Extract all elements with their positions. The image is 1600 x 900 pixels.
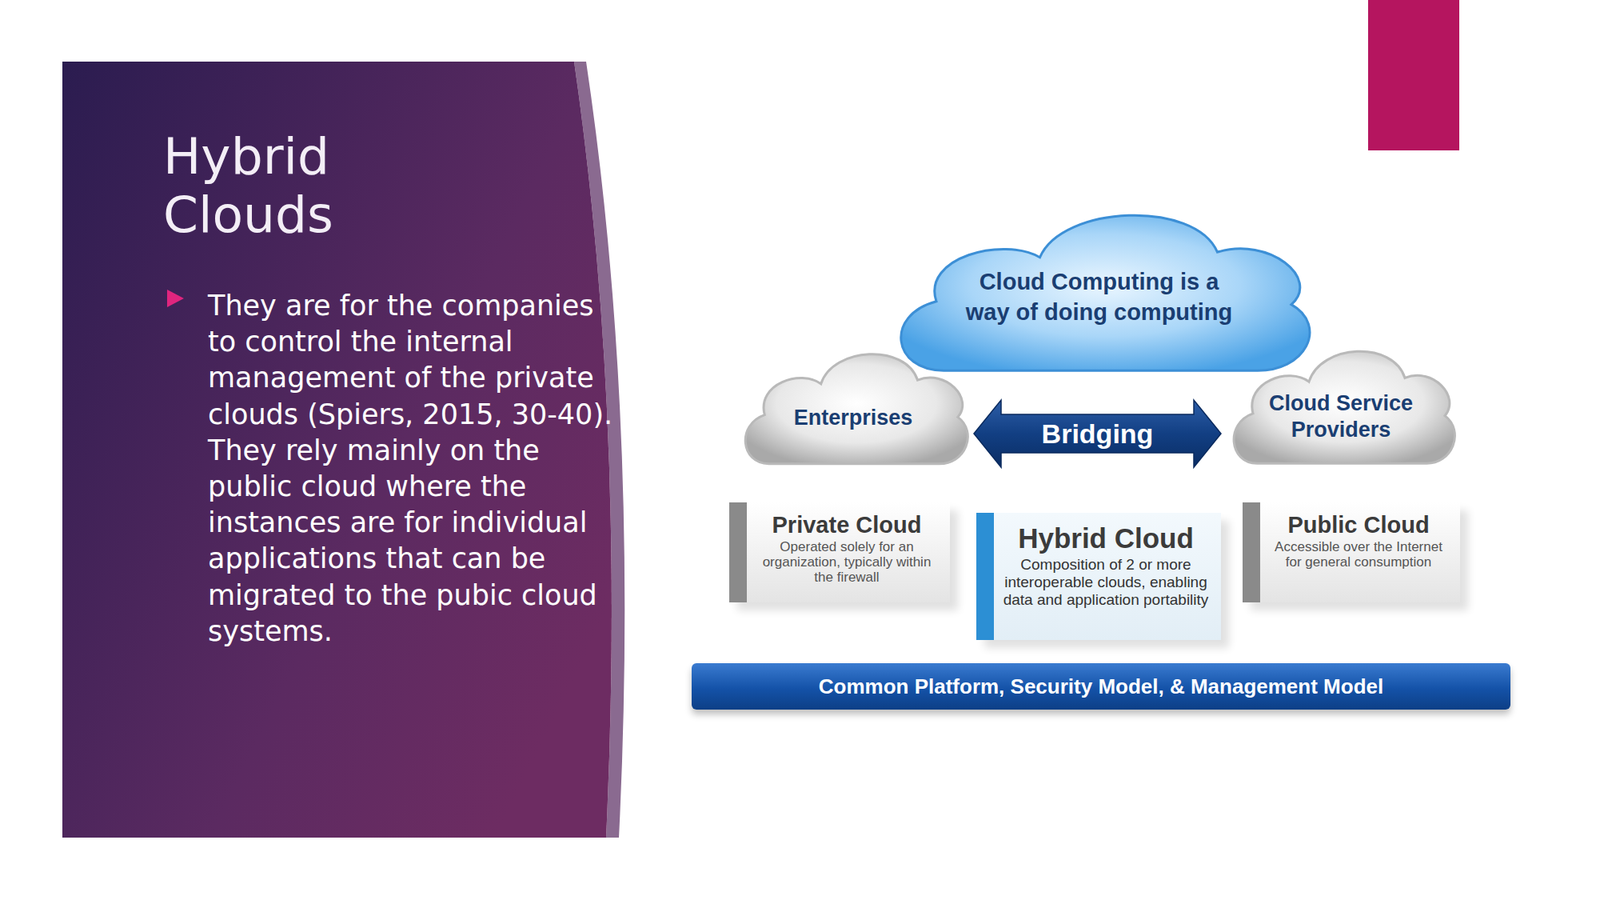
band-label: Common Platform, Security Model, & Manag… xyxy=(818,673,1384,699)
cloud-label: Cloud Service Providers xyxy=(1244,390,1437,443)
bullet-text: They are for the companies to control th… xyxy=(207,287,624,650)
cloud-label: Enterprises xyxy=(794,404,914,431)
cloud-shape: Cloud Service Providers xyxy=(1220,328,1461,480)
box-description: Accessible over the Internet for general… xyxy=(1264,538,1453,570)
cloud-type-box: Hybrid CloudComposition of 2 or more int… xyxy=(976,512,1221,640)
cloud-shape: Cloud Computing is a way of doing comput… xyxy=(877,183,1321,394)
cloud-type-box: Public CloudAccessible over the Internet… xyxy=(1242,502,1461,603)
box-heading: Hybrid Cloud xyxy=(998,520,1213,556)
box-description: Operated solely for an organization, typ… xyxy=(751,538,942,585)
cloud-label: Cloud Computing is a way of doing comput… xyxy=(965,266,1233,328)
platform-band: Common Platform, Security Model, & Manag… xyxy=(691,662,1511,710)
box-heading: Public Cloud xyxy=(1264,510,1453,539)
double-arrow xyxy=(973,399,1221,467)
box-heading: Private Cloud xyxy=(751,510,942,539)
bullet-marker xyxy=(167,289,184,308)
accent-bar xyxy=(1368,0,1460,151)
arrow-label: Bridging xyxy=(1041,417,1154,450)
box-description: Composition of 2 or more interoperable c… xyxy=(998,555,1213,609)
cloud-shape: Enterprises xyxy=(732,331,974,480)
slide-title: Hybrid Clouds xyxy=(163,127,499,244)
cloud-type-box: Private CloudOperated solely for an orga… xyxy=(729,502,950,603)
text-panel: Hybrid CloudsThey are for the companies … xyxy=(62,61,640,838)
